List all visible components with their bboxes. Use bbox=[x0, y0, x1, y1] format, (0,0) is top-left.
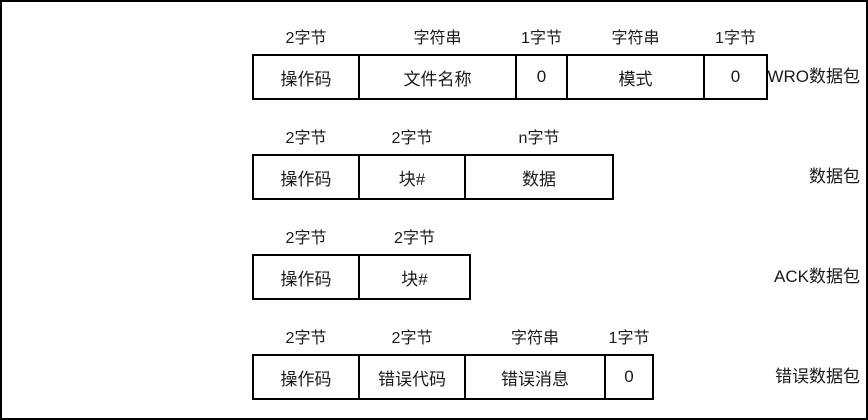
packet-field: 2字节操作码 bbox=[254, 30, 360, 98]
packet-field-size-label: 2字节 bbox=[285, 30, 327, 47]
packet-field-size-label: 字符串 bbox=[510, 330, 559, 347]
packet-row-label: ACK数据包 bbox=[774, 267, 860, 286]
packet-field-size-label: 1字节 bbox=[715, 30, 756, 47]
packet-field-value: 0 bbox=[536, 67, 547, 86]
packet-field-value: 操作码 bbox=[280, 269, 332, 289]
packet-field-value: 数据 bbox=[522, 169, 556, 189]
packet-field-size-label: 2字节 bbox=[285, 130, 327, 147]
packet-field: 1字节 0 bbox=[517, 30, 568, 98]
packet-field-size-label: 字符串 bbox=[611, 30, 660, 47]
packet-field-value: 块# bbox=[398, 169, 426, 189]
packet-row-label: 数据包 bbox=[809, 167, 860, 186]
packet-field: 2字节操作码 bbox=[254, 330, 360, 398]
packet-field-size-label: 字符串 bbox=[413, 30, 462, 47]
packet-field: 字符串模式 bbox=[568, 30, 705, 98]
packet-field-size-label: 1字节 bbox=[608, 330, 650, 347]
packet-field: 2字节块# bbox=[360, 130, 466, 198]
packet-field: 2字节操作码 bbox=[254, 230, 360, 298]
packet-field: 1字节 0 bbox=[705, 30, 766, 98]
packet-field: 字符串文件名称 bbox=[360, 30, 517, 98]
packet-field: 1字节 0 bbox=[606, 330, 652, 398]
packet-field-value: 文件名称 bbox=[403, 69, 472, 89]
packet-field-value: 错误代码 bbox=[378, 369, 446, 389]
packet-field-value: 块# bbox=[401, 269, 428, 289]
packet-field-size-label: 2字节 bbox=[391, 330, 433, 347]
packet-field-value: 操作码 bbox=[280, 169, 332, 189]
packet-field-value: 操作码 bbox=[280, 69, 332, 89]
packet-field: 2字节错误代码 bbox=[360, 330, 466, 398]
packet-field-value: 错误消息 bbox=[501, 369, 569, 389]
packet-field: n字节数据 bbox=[466, 130, 612, 198]
packet-field: 字符串错误消息 bbox=[466, 330, 606, 398]
packet-field-value: 操作码 bbox=[280, 369, 332, 389]
packet-field-size-label: n字节 bbox=[518, 130, 560, 147]
packet-field-size-label: 1字节 bbox=[521, 30, 562, 47]
packet-field: 2字节操作码 bbox=[254, 130, 360, 198]
packet-field-value: 0 bbox=[730, 67, 741, 86]
packet-field-size-label: 2字节 bbox=[394, 230, 435, 247]
packet-row-label: 错误数据包 bbox=[775, 367, 860, 386]
packet-field-value: 0 bbox=[624, 367, 634, 386]
packet-field-size-label: 2字节 bbox=[285, 230, 327, 247]
packet-field: 2字节块# bbox=[360, 230, 469, 298]
packet-field-size-label: 2字节 bbox=[391, 130, 433, 147]
packet-field-value: 模式 bbox=[618, 69, 653, 89]
packet-field-size-label: 2字节 bbox=[285, 330, 327, 347]
